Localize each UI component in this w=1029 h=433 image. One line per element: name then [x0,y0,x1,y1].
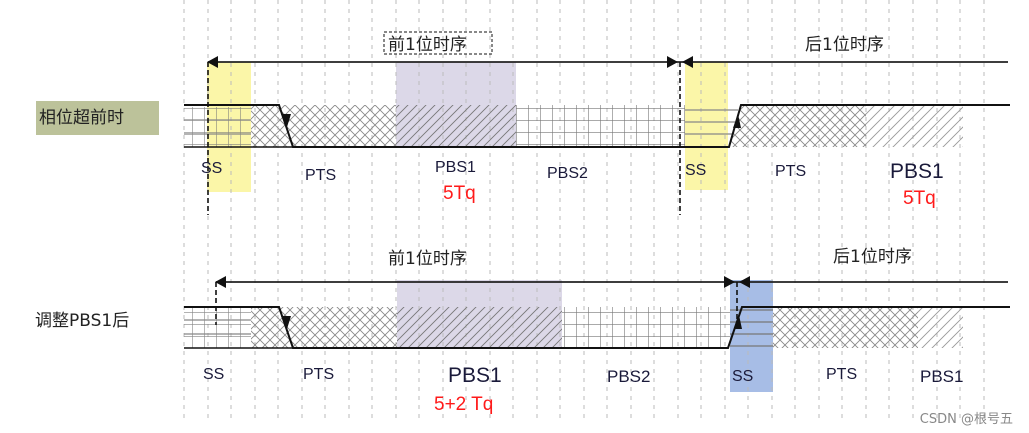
row-1-bit-span [207,31,1008,215]
row-label-phase-lead: 相位超前时 [36,101,159,135]
row-2-waveform [184,306,1010,349]
pbs1-duration-note: 5Tq [443,183,476,204]
segment-label-pbs1: PBS1 [890,160,944,183]
segment-label-ss: SS [685,162,706,179]
pbs1-duration-note: 5Tq [903,188,936,209]
prev-bit-label: 前1位时序 [388,249,467,269]
watermark: CSDN @根号五 [919,412,1013,427]
segment-label-pts: PTS [775,163,806,180]
time-gridlines [183,0,985,420]
ss-highlight [685,62,728,190]
segment-label-pbs1: PBS1 [435,159,476,176]
next-bit-label: 后1位时序 [805,35,884,55]
pbs1-adjusted-duration-note: 5+2 Tq [434,394,493,415]
row-2-bit-span [215,276,1008,330]
segment-label-pbs2: PBS2 [547,165,588,182]
segment-label-ss: SS [732,368,753,385]
row-1-waveform [184,104,1010,148]
segment-label-pbs1: PBS1 [448,364,502,387]
prev-bit-label: 前1位时序 [388,35,467,55]
next-bit-label: 后1位时序 [833,247,912,267]
segment-label-pts: PTS [305,167,336,184]
segment-label-ss: SS [203,366,224,383]
segment-label-pts: PTS [826,366,857,383]
segment-label-pbs2: PBS2 [607,367,650,386]
row-label-after-adjust: 调整PBS1后 [35,311,130,331]
segment-label-ss: SS [201,160,222,177]
segment-label-pbs1: PBS1 [920,367,963,386]
segment-label-pts: PTS [303,366,334,383]
